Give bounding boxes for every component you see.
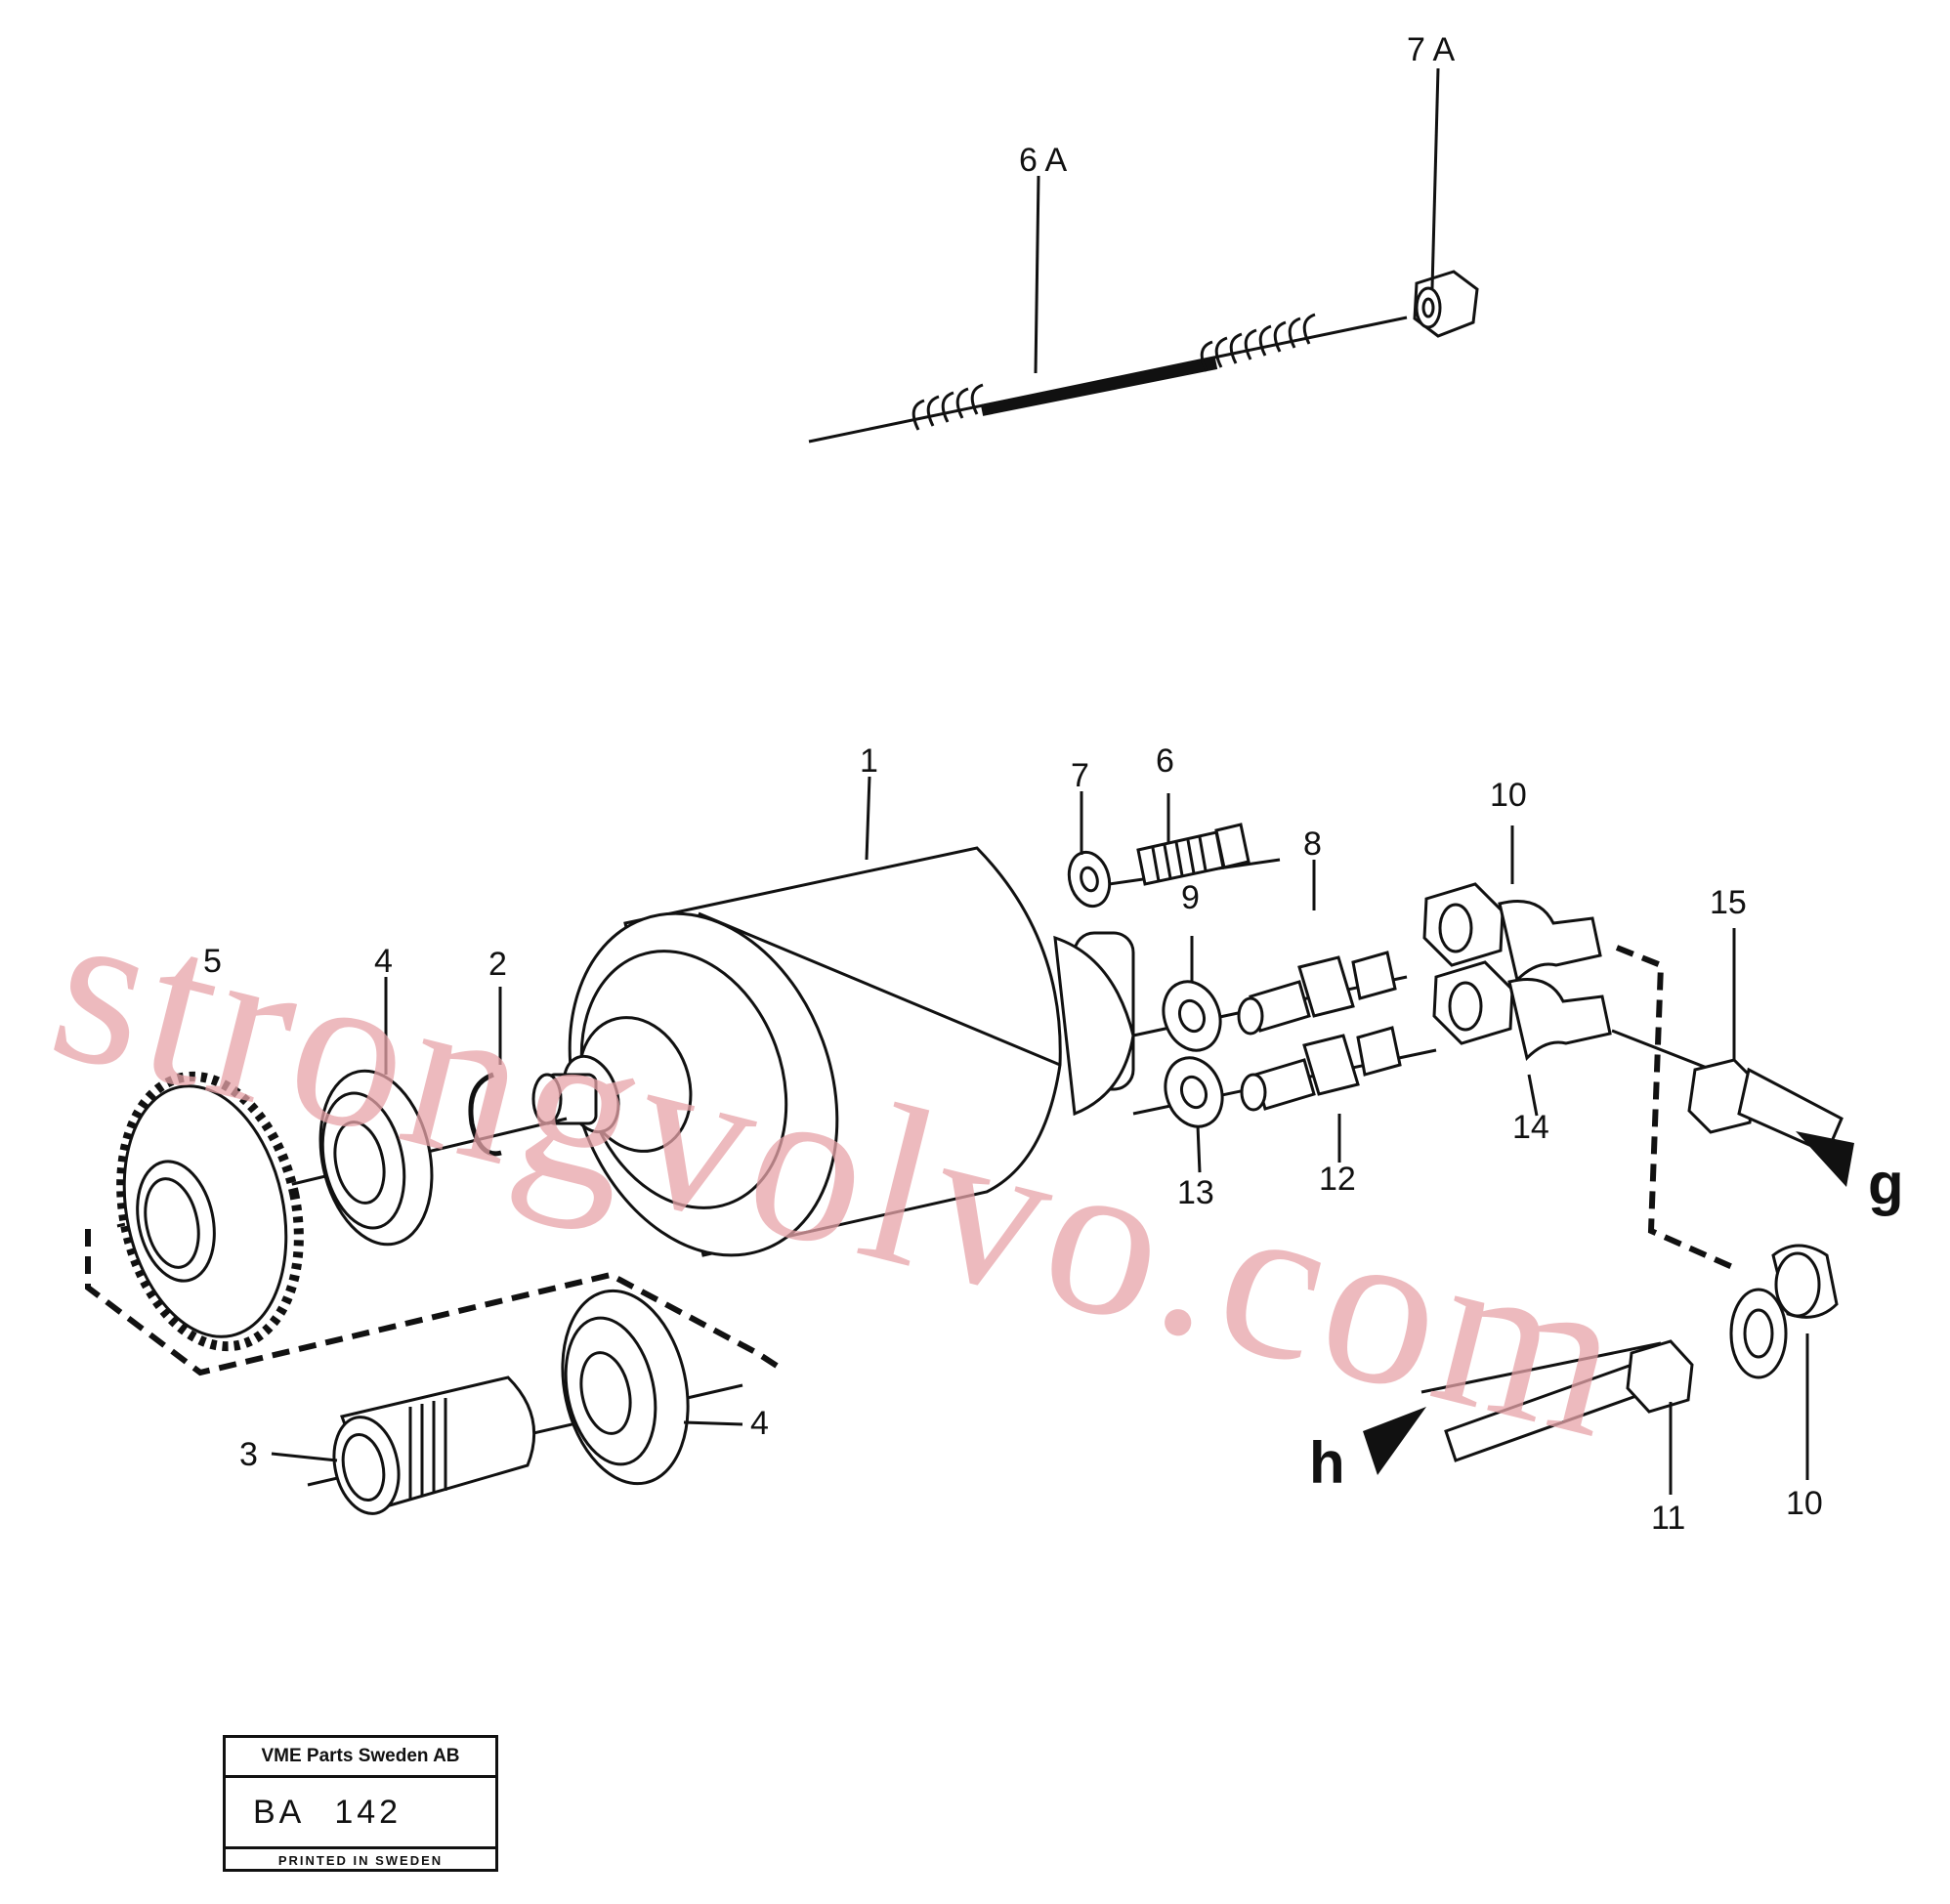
sleeve-3	[332, 1375, 536, 1515]
gear-5	[116, 1071, 304, 1352]
label-3: 3	[239, 1436, 258, 1473]
washer-7	[1067, 850, 1112, 909]
printed-note: PRINTED IN SWEDEN	[277, 1853, 444, 1868]
company-name: VME Parts Sweden AB	[226, 1738, 495, 1778]
pipe-route	[1615, 945, 1741, 1273]
drawing-code-number: 142	[334, 1794, 403, 1831]
label-10-lower: 10	[1786, 1485, 1823, 1522]
label-12: 12	[1319, 1161, 1356, 1198]
label-4-upper: 4	[374, 943, 393, 980]
adapter-12	[1240, 1026, 1402, 1112]
elbow-10-lower	[1729, 1244, 1839, 1379]
screw-6	[1136, 823, 1251, 886]
elbow-14	[1432, 960, 1612, 1061]
nut-7a	[1413, 270, 1479, 338]
label-8: 8	[1303, 825, 1322, 863]
label-13: 13	[1177, 1174, 1214, 1211]
washer-13	[1164, 1056, 1224, 1128]
title-block: VME Parts Sweden AB BA 142 PRINTED IN SWE…	[223, 1735, 498, 1872]
label-14: 14	[1512, 1109, 1549, 1146]
label-2: 2	[488, 946, 507, 983]
washer-9	[1162, 980, 1222, 1052]
alternate-assembly-bracket	[85, 1229, 779, 1376]
rod-assembly-6a	[808, 270, 1479, 444]
label-5: 5	[203, 943, 222, 980]
motor-shaft	[531, 1073, 598, 1125]
label-10-upper: 10	[1490, 777, 1527, 814]
elbow-10-upper	[1422, 882, 1602, 983]
adapter-8	[1237, 951, 1397, 1036]
label-4-lower: 4	[750, 1405, 769, 1442]
circlip-2	[468, 1072, 502, 1157]
label-9: 9	[1181, 879, 1200, 916]
label-11: 11	[1651, 1500, 1685, 1537]
drawing-code-prefix: BA	[253, 1794, 306, 1831]
label-6: 6	[1156, 742, 1174, 780]
label-6a: 6 A	[1019, 142, 1067, 179]
label-15: 15	[1710, 884, 1747, 921]
bearing-4-upper	[318, 1069, 434, 1247]
label-7: 7	[1071, 757, 1089, 794]
nut-11	[1626, 1339, 1694, 1414]
hydraulic-motor-1	[531, 846, 1135, 1257]
label-h: h	[1309, 1430, 1345, 1496]
drawing-code: BA 142	[226, 1778, 495, 1849]
bearing-4-lower	[561, 1289, 690, 1486]
arrow-g	[1796, 1131, 1854, 1187]
label-1: 1	[860, 742, 878, 780]
rod-6a	[911, 313, 1316, 431]
arrow-h	[1363, 1407, 1426, 1475]
label-g: g	[1868, 1151, 1904, 1216]
leader-lines	[271, 67, 1809, 1495]
label-7a: 7 A	[1407, 31, 1455, 68]
